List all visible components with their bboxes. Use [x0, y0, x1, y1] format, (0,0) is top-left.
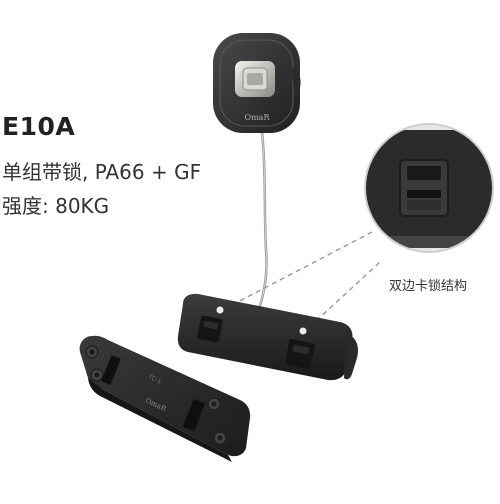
lock-tag: OmaR [213, 33, 301, 133]
zoom-detail [364, 123, 494, 253]
model-name: E10A [2, 112, 76, 141]
marker-dot [216, 306, 224, 314]
material-description: 单组带锁, PA66 + GF [2, 160, 202, 184]
tag-brand-logo: OmaR [245, 113, 271, 122]
strength-spec: 强度: 80KG [2, 194, 110, 218]
marker-dot [299, 327, 307, 335]
lock-bar [177, 293, 358, 381]
steel-cable [256, 131, 268, 313]
callout-label: 双边卡锁结构 [389, 279, 468, 294]
base-plate: TC-1 OmaR [79, 335, 251, 462]
